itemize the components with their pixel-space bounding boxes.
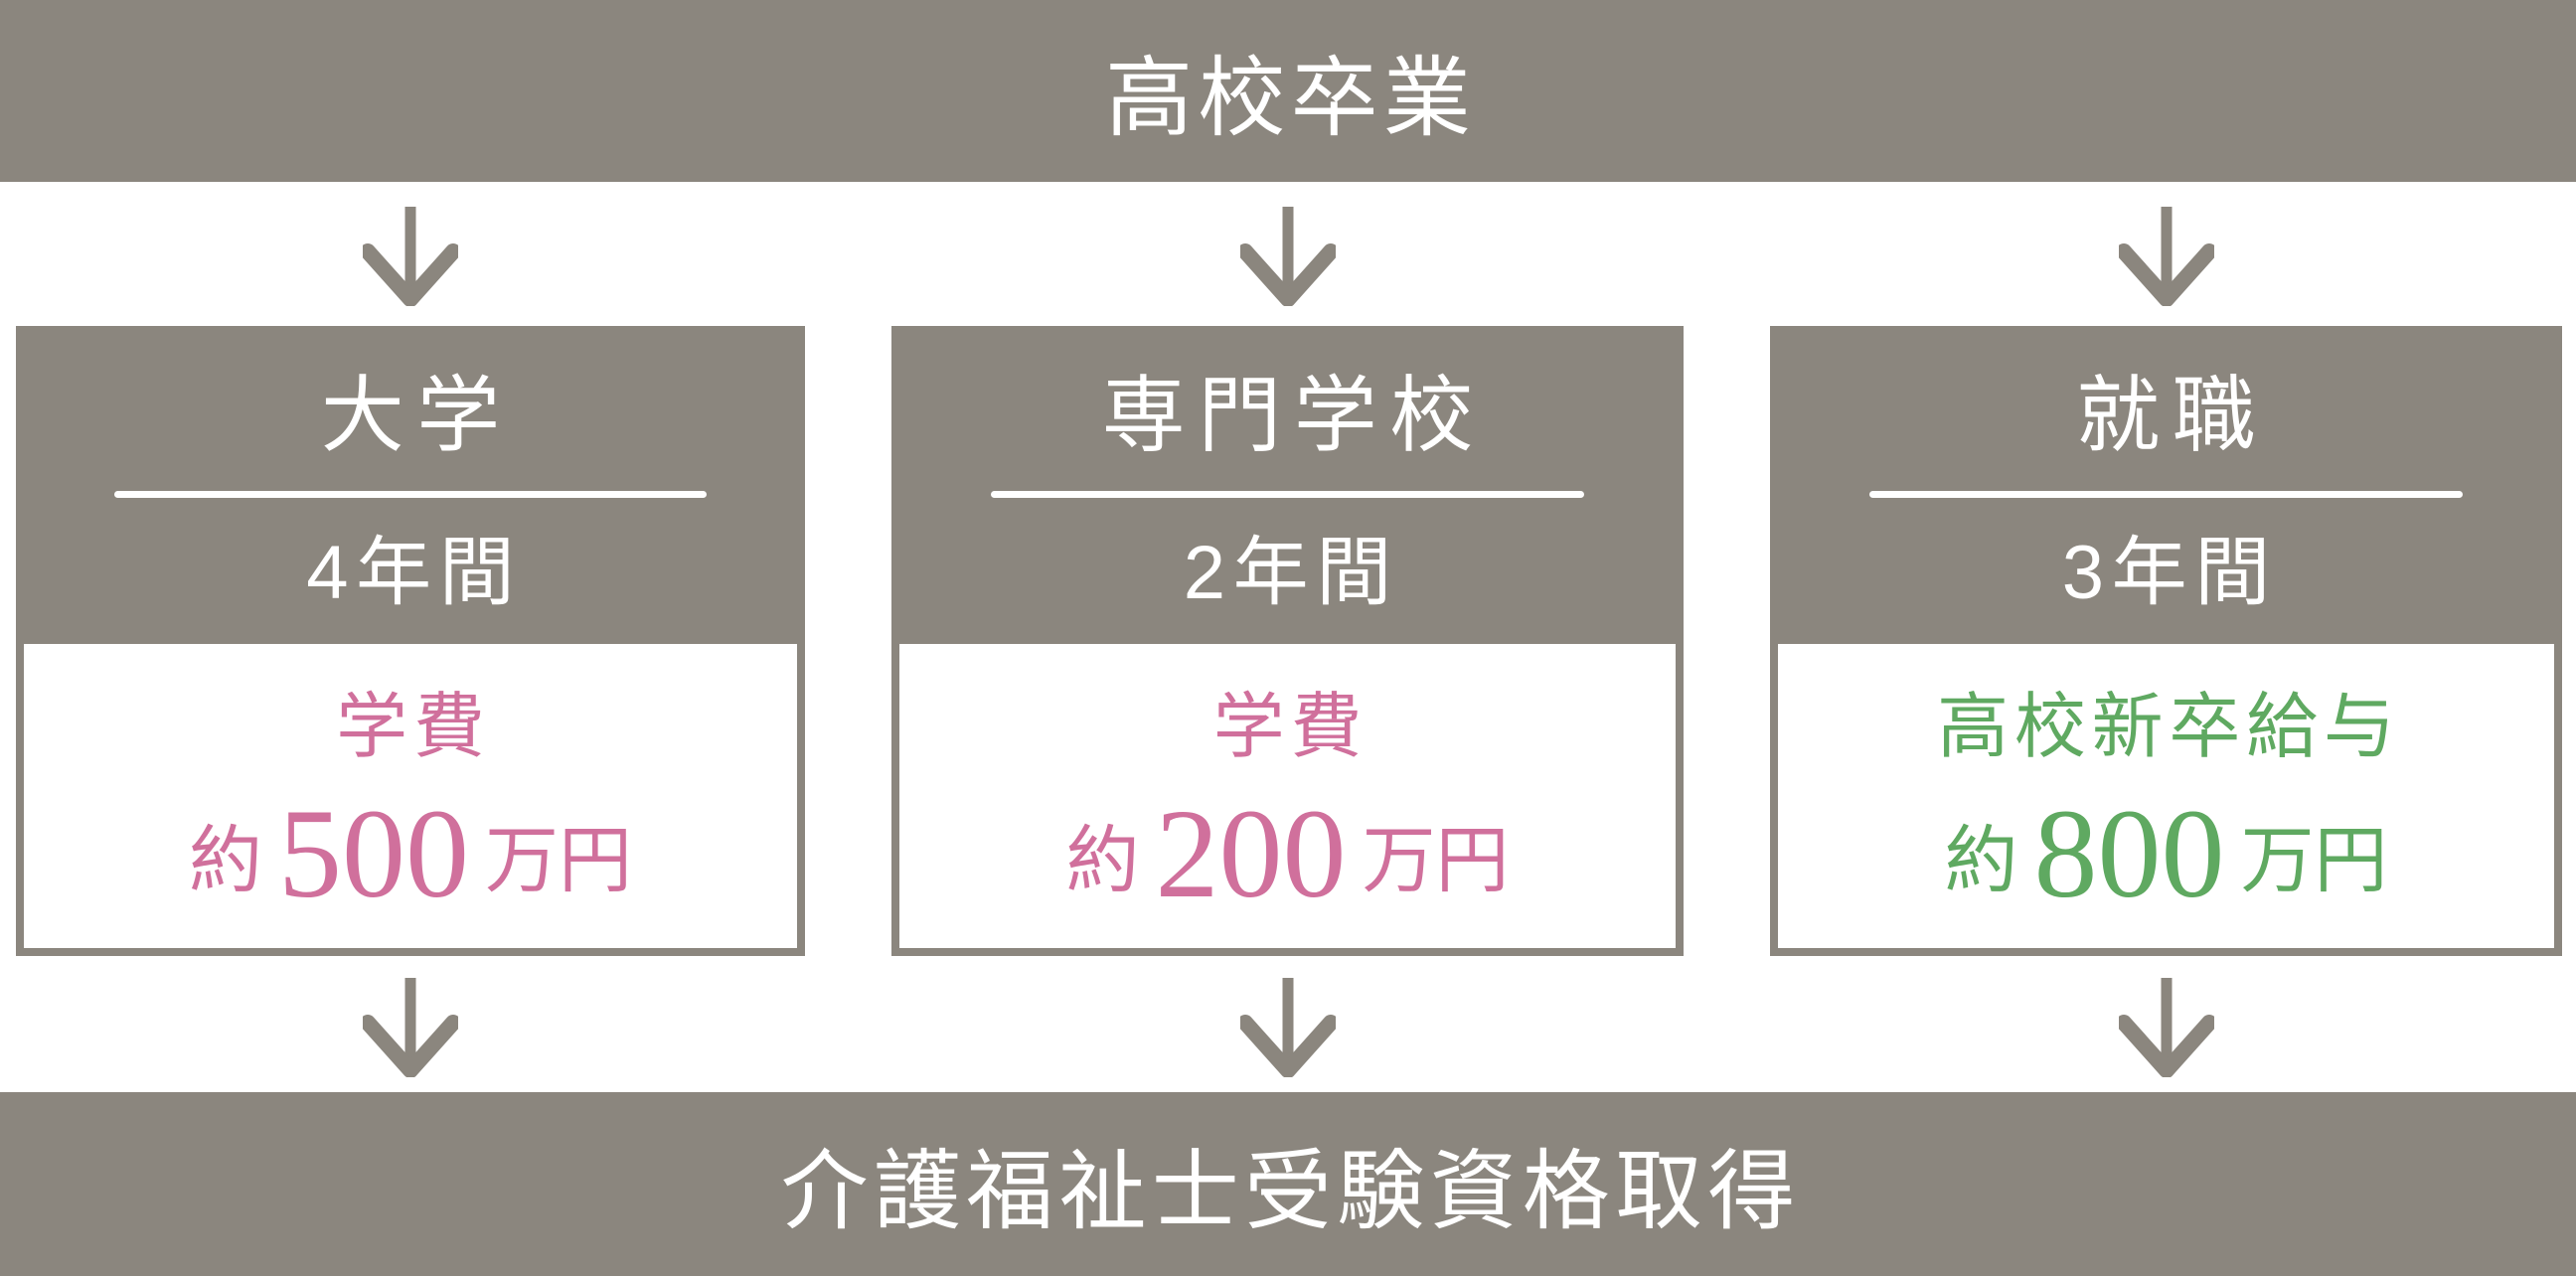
vocational-school-cost-amount: 約 200 万円	[1066, 789, 1510, 918]
university-card-header: 大学 4年間	[16, 326, 805, 644]
down-arrow-icon	[363, 978, 458, 1077]
university-cost-label: 学費	[336, 688, 491, 767]
amount-prefix: 約	[1944, 818, 2018, 901]
vocational-school-title: 専門学校	[1101, 369, 1486, 462]
amount-unit: 万円	[485, 818, 632, 901]
down-arrow-icon	[363, 207, 458, 306]
employment-salary-label: 高校新卒給与	[1937, 688, 2401, 767]
university-card-body: 学費 約 500 万円	[16, 644, 805, 956]
university-card: 大学 4年間 学費 約 500 万円	[16, 326, 805, 956]
amount-prefix: 約	[1065, 818, 1140, 901]
top-banner: 高校卒業	[0, 0, 2576, 182]
employment-duration: 3年間	[2061, 531, 2278, 615]
employment-card-body: 高校新卒給与 約 800 万円	[1770, 644, 2562, 956]
amount-unit: 万円	[1362, 818, 1510, 901]
vocational-school-duration: 2年間	[1183, 531, 1399, 615]
column-university: 大学 4年間 学費 約 500 万円	[16, 182, 805, 1077]
divider-line	[114, 491, 707, 498]
down-arrow-icon	[2118, 207, 2214, 306]
employment-card-header: 就職 3年間	[1770, 326, 2562, 644]
vocational-school-card-header: 専門学校 2年間	[891, 326, 1684, 644]
column-employment: 就職 3年間 高校新卒給与 約 800 万円	[1770, 182, 2562, 1077]
column-vocational-school: 専門学校 2年間 学費 約 200 万円	[891, 182, 1684, 1077]
amount-prefix: 約	[189, 818, 262, 901]
down-arrow-icon	[2118, 978, 2214, 1077]
vocational-school-cost-label: 学費	[1212, 688, 1368, 767]
down-arrow-icon	[1239, 978, 1336, 1077]
employment-card: 就職 3年間 高校新卒給与 約 800 万円	[1770, 326, 2562, 956]
top-banner-label: 高校卒業	[1105, 49, 1477, 147]
bottom-banner: 介護福祉士受験資格取得	[0, 1092, 2576, 1276]
amount-number: 200	[1155, 783, 1347, 924]
bottom-banner-label: 介護福祉士受験資格取得	[780, 1142, 1801, 1240]
amount-number: 800	[2033, 783, 2225, 924]
university-cost-amount: 約 500 万円	[189, 789, 632, 918]
employment-salary-amount: 約 800 万円	[1945, 789, 2388, 918]
university-duration: 4年間	[306, 531, 523, 615]
amount-unit: 万円	[2240, 818, 2388, 901]
vocational-school-card: 専門学校 2年間 学費 約 200 万円	[891, 326, 1684, 956]
university-title: 大学	[320, 369, 513, 462]
amount-number: 500	[278, 783, 469, 924]
vocational-school-card-body: 学費 約 200 万円	[891, 644, 1684, 956]
divider-line	[1868, 491, 2464, 498]
employment-title: 就職	[2076, 369, 2269, 462]
down-arrow-icon	[1239, 207, 1336, 306]
divider-line	[990, 491, 1585, 498]
